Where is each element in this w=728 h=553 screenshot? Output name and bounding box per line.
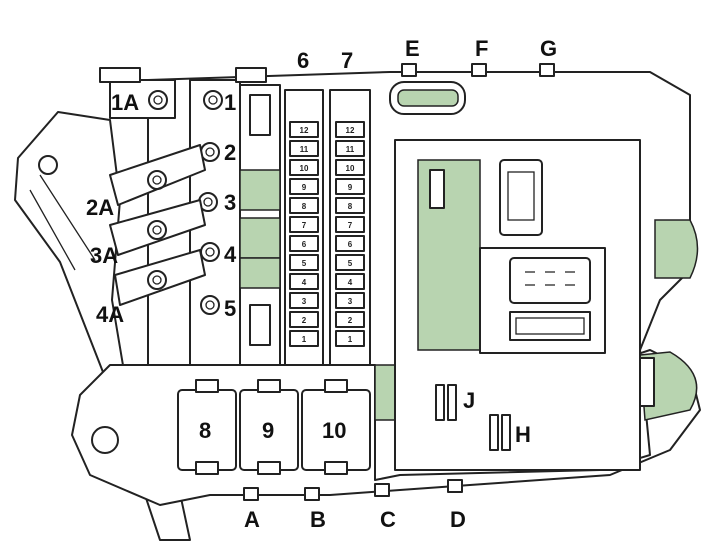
mini-fuse-number: 1 <box>302 335 307 344</box>
mini-fuse-number: 5 <box>348 259 353 268</box>
bracket-edge <box>29 174 96 271</box>
mini-fuse-number: 12 <box>300 126 309 135</box>
mini-fuse-number: 3 <box>348 297 353 306</box>
relay-10 <box>301 379 371 475</box>
mini-fuse-slot <box>289 273 319 290</box>
mini-fuse-slot <box>335 216 365 233</box>
label-2a: 2A <box>86 195 114 220</box>
label-5: 5 <box>224 296 236 321</box>
mini-fuse-slot <box>289 121 319 138</box>
mini-fuse-slot <box>335 235 365 252</box>
mini-fuse-number: 12 <box>346 126 355 135</box>
mini-fuse-slot <box>335 254 365 271</box>
link-fuses <box>109 79 206 306</box>
mini-fuse-slot <box>335 197 365 214</box>
mini-fuse-number: 4 <box>302 278 307 287</box>
label-d: D <box>450 507 466 532</box>
label-c: C <box>380 507 396 532</box>
mini-fuse-number: 1 <box>348 335 353 344</box>
mini-fuse-number: 10 <box>346 164 355 173</box>
mini-fuse-number: 2 <box>348 316 353 325</box>
label-j: J <box>463 388 475 413</box>
label-g: G <box>540 36 557 61</box>
mini-fuse-slot <box>289 292 319 309</box>
mini-fuse-slot <box>289 159 319 176</box>
mini-fuse-number: 3 <box>302 297 307 306</box>
mini-fuse-number: 8 <box>302 202 307 211</box>
label-h: H <box>515 422 531 447</box>
mini-fuse-number: 4 <box>348 278 353 287</box>
mini-fuse-slot <box>289 330 319 347</box>
label-4: 4 <box>224 242 237 267</box>
label-3a: 3A <box>90 243 118 268</box>
bracket-bolt-hole <box>38 155 58 175</box>
connector-tab <box>249 304 271 346</box>
top-clips <box>99 63 555 83</box>
label-2: 2 <box>224 140 236 165</box>
label-8: 8 <box>199 418 211 443</box>
module-window <box>429 169 445 209</box>
connector-green-1 <box>239 169 281 211</box>
label-1: 1 <box>224 90 236 115</box>
bottom-clips <box>243 479 463 501</box>
mini-fuse-number: 6 <box>302 240 307 249</box>
mini-fuse-slot <box>289 140 319 157</box>
mini-fuse-number: 7 <box>348 221 353 230</box>
mini-fuse-number: 9 <box>348 183 353 192</box>
right-ear-upper <box>654 219 699 279</box>
mini-fuse-number: 11 <box>300 145 309 154</box>
mini-fuse-slot <box>335 159 365 176</box>
label-6: 6 <box>297 48 309 73</box>
relay-9 <box>239 379 299 475</box>
label-1a: 1A <box>111 90 139 115</box>
mini-fuse-number: 11 <box>346 145 355 154</box>
connector-green-3 <box>239 257 281 289</box>
label-3: 3 <box>224 190 236 215</box>
label-e: E <box>405 36 420 61</box>
mini-fuse-slot <box>289 197 319 214</box>
mini-fuse-number: 8 <box>348 202 353 211</box>
mini-fuse-slot <box>289 178 319 195</box>
mini-fuse-number: 10 <box>300 164 309 173</box>
mini-fuse-slot <box>335 273 365 290</box>
label-9: 9 <box>262 418 274 443</box>
mini-fuse-number: 2 <box>302 316 307 325</box>
mini-fuse-number: 9 <box>302 183 307 192</box>
connector-tab <box>249 94 271 136</box>
multi-pin-connector-mid <box>509 257 591 304</box>
mini-fuse-slot <box>289 235 319 252</box>
mini-fuse-slot <box>289 311 319 328</box>
label-7: 7 <box>341 48 353 73</box>
mini-fuse-slot <box>335 330 365 347</box>
mini-fuse-slot <box>335 140 365 157</box>
mini-fuse-slot <box>335 311 365 328</box>
mini-fuse-number: 5 <box>302 259 307 268</box>
connector-green-2 <box>239 217 281 259</box>
mini-fuse-slot <box>335 292 365 309</box>
mini-fuse-slot <box>335 121 365 138</box>
control-module-green <box>417 159 481 351</box>
mini-fuse-slots: 12 11 10 9 8 7 6 5 4 3 2 1 12 11 10 9 8 7 6 5 4 3 2 1 <box>289 121 365 347</box>
relay-j <box>435 384 457 421</box>
multi-pin-connector-top <box>499 159 543 236</box>
inline-fuse-e <box>389 81 466 115</box>
housing-lower-hole <box>91 426 119 454</box>
relay-8 <box>177 379 237 475</box>
mini-fuse-number: 7 <box>302 221 307 230</box>
ribbon-connector <box>509 311 591 341</box>
relay-h <box>489 414 511 451</box>
label-10: 10 <box>322 418 346 443</box>
mini-fuse-slot <box>335 178 365 195</box>
label-4a: 4A <box>96 302 124 327</box>
label-a: A <box>244 507 260 532</box>
mini-fuse-slot <box>289 216 319 233</box>
label-b: B <box>310 507 326 532</box>
mini-fuse-number: 6 <box>348 240 353 249</box>
mini-fuse-slot <box>289 254 319 271</box>
label-f: F <box>475 36 488 61</box>
